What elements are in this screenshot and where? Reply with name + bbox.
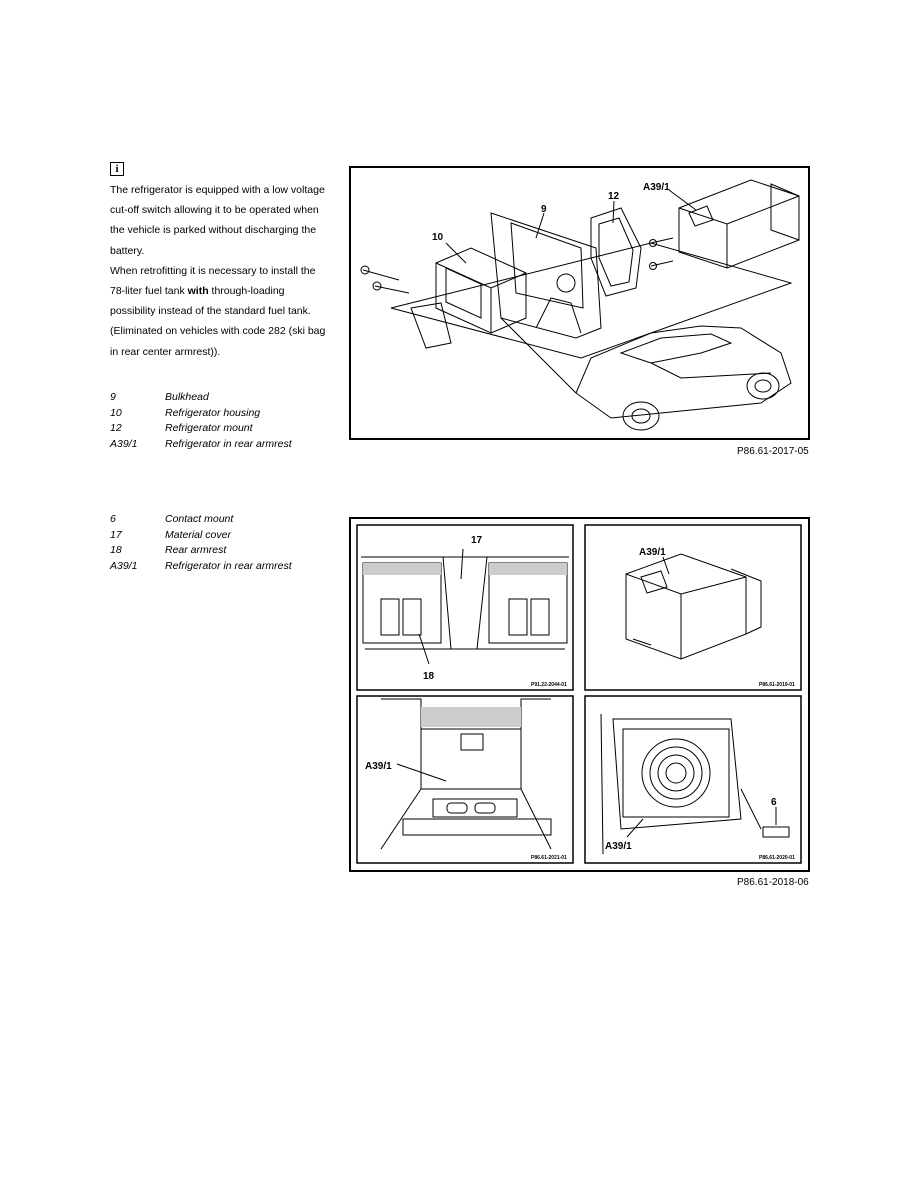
legend-label: Refrigerator in rear armrest [165, 437, 292, 450]
installation-panels-drawing: 17 18 A39/1 A39/1 6 A39/1 P91.22-2044-01… [356, 524, 802, 864]
legend-label: Rear armrest [165, 544, 227, 556]
legend-label: Refrigerator in rear armrest [165, 559, 292, 572]
legend-row: 18 Rear armrest [110, 543, 292, 559]
legend-key: 6 [110, 513, 116, 525]
legend-row: A39/1 Refrigerator in rear armrest [110, 437, 292, 453]
legend-row: 10 Refrigerator housing [110, 406, 292, 422]
legend-key: 9 [110, 391, 116, 403]
callout-6: 6 [771, 797, 777, 808]
legend-label: Contact mount [165, 513, 234, 525]
legend-label: Bulkhead [165, 391, 209, 403]
note-text: through-loading possibility instead of t… [110, 285, 326, 358]
legend-label: Material cover [165, 528, 231, 541]
callout-a39-1: A39/1 [643, 182, 670, 193]
legend-label: Refrigerator mount [165, 422, 253, 434]
legend-figure-2: 6 Contact mount 17 Material cover 18 Rear a… [110, 512, 292, 574]
info-note: The refrigerator is equipped with a low … [110, 180, 332, 362]
callout-a39-1: A39/1 [639, 547, 666, 558]
exploded-view-drawing: 10 9 12 A39/1 [360, 179, 800, 431]
legend-row: A39/1 Refrigerator in rear armrest [110, 559, 292, 575]
panel-id: P86.61-2019-01 [759, 682, 795, 688]
note-text: When retrofitting it is necessary to ins… [110, 264, 316, 298]
legend-row: 17 Material cover [110, 528, 292, 544]
legend-row: 6 Contact mount [110, 512, 292, 528]
figure-1-caption: P86.61-2017-05 [737, 446, 809, 457]
callout-12: 12 [608, 191, 620, 202]
callout-18: 18 [423, 671, 435, 682]
legend-row: 9 Bulkhead [110, 390, 292, 406]
figure-installation-panels: 17 18 A39/1 A39/1 6 A39/1 P91.22-2044-01… [349, 517, 810, 872]
callout-10: 10 [432, 232, 444, 243]
note-bold-word: with [187, 285, 209, 298]
legend-key: 12 [110, 422, 122, 434]
legend-key: A39/1 [110, 437, 138, 450]
legend-key: A39/1 [110, 559, 138, 572]
note-paragraph-2: When retrofitting it is necessary to ins… [110, 261, 332, 362]
callout-a39-1: A39/1 [605, 841, 632, 852]
figure-exploded-view: 10 9 12 A39/1 [349, 166, 810, 440]
figure-2-caption: P86.61-2018-06 [737, 877, 809, 888]
legend-label: Refrigerator housing [165, 406, 261, 419]
panel-id: P86.61-2020-01 [759, 855, 795, 861]
legend-key: 10 [110, 406, 122, 419]
panel-id: P91.22-2044-01 [531, 682, 567, 688]
info-icon: i [110, 162, 124, 176]
callout-17: 17 [471, 535, 483, 546]
callout-a39-1: A39/1 [365, 761, 392, 772]
legend-key: 17 [110, 528, 122, 541]
panel-id: P86.61-2021-01 [531, 855, 567, 861]
legend-key: 18 [110, 544, 122, 556]
callout-9: 9 [541, 204, 547, 215]
legend-row: 12 Refrigerator mount [110, 421, 292, 437]
note-paragraph-1: The refrigerator is equipped with a low … [110, 184, 325, 257]
